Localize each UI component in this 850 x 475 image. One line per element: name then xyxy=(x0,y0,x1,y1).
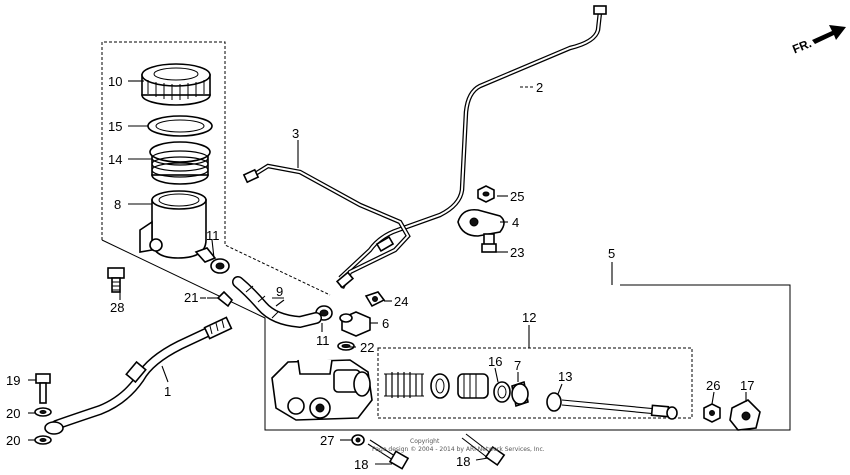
piston-primary-cup xyxy=(430,373,450,399)
callout-14: 14 xyxy=(108,152,122,167)
washer-27 xyxy=(351,434,365,446)
washer-20-lower xyxy=(34,435,52,445)
callout-6: 6 xyxy=(382,316,389,331)
push-rod-13 xyxy=(546,392,678,420)
callout-22: 22 xyxy=(360,340,374,355)
master-cylinder-body xyxy=(271,359,373,421)
callout-10: 10 xyxy=(108,74,122,89)
callout-12: 12 xyxy=(522,310,536,325)
reservoir-cap xyxy=(141,63,211,106)
piston-secondary-cup-16 xyxy=(493,381,511,403)
copyright-line-2: Page design © 2004 - 2014 by ARI Network… xyxy=(372,446,545,453)
mounting-bolt-18-right xyxy=(461,433,506,467)
hose-clamp-upper xyxy=(210,258,230,274)
mounting-bolt-28 xyxy=(107,267,125,293)
callout-24: 24 xyxy=(394,294,408,309)
front-direction-indicator: FR. xyxy=(790,25,846,56)
pipe-clamp-4 xyxy=(457,208,505,237)
callout-21: 21 xyxy=(184,290,198,305)
callout-26: 26 xyxy=(706,378,720,393)
washer-20-upper xyxy=(34,407,52,417)
callout-11-lower: 11 xyxy=(316,333,330,348)
leader-lines xyxy=(28,80,747,465)
callout-8: 8 xyxy=(114,197,121,212)
callout-23: 23 xyxy=(510,245,524,260)
nut-26 xyxy=(703,403,721,423)
reservoir-hose xyxy=(232,276,322,329)
direction-label: FR. xyxy=(790,36,813,56)
callout-9: 9 xyxy=(276,284,283,299)
callout-1: 1 xyxy=(164,384,171,399)
callout-13: 13 xyxy=(558,369,572,384)
master-cylinder-assembly-outline xyxy=(101,239,791,431)
clutch-pipe-2 xyxy=(338,5,607,280)
hose-bracket xyxy=(207,290,234,308)
callout-7: 7 xyxy=(514,358,521,373)
callout-4: 4 xyxy=(512,215,519,230)
copyright-line-1: Copyright xyxy=(410,438,440,445)
callout-28: 28 xyxy=(110,300,124,315)
clevis-17 xyxy=(729,399,761,431)
callout-27: 27 xyxy=(320,433,334,448)
callout-20-upper: 20 xyxy=(6,406,20,421)
clutch-pipe-3 xyxy=(242,163,411,290)
callout-numbers: 10 15 14 8 11 2 3 25 4 23 5 24 6 22 11 9… xyxy=(6,74,754,472)
callout-25: 25 xyxy=(510,189,524,204)
pipe-joint-24 xyxy=(364,291,386,308)
reservoir-body xyxy=(139,190,217,263)
callout-15: 15 xyxy=(108,119,122,134)
reservoir-assembly-outline xyxy=(101,41,331,296)
piston-spring xyxy=(384,372,424,398)
reservoir-strainer xyxy=(149,141,211,185)
bolt-23 xyxy=(481,233,497,253)
front-arrow-icon xyxy=(812,25,846,44)
callout-11-upper: 11 xyxy=(206,228,220,243)
reservoir-seal xyxy=(147,115,213,137)
inlet-joint-6 xyxy=(339,311,371,337)
callout-16: 16 xyxy=(488,354,502,369)
copyright-notice: Copyright Page design © 2004 - 2014 by A… xyxy=(372,438,545,453)
o-ring-22 xyxy=(337,341,355,351)
callout-17: 17 xyxy=(740,378,754,393)
callout-18-right: 18 xyxy=(456,454,470,469)
piston xyxy=(457,373,489,399)
callout-20-lower: 20 xyxy=(6,433,20,448)
piston-stop-7 xyxy=(511,380,529,408)
clutch-hose xyxy=(44,316,233,435)
callout-19: 19 xyxy=(6,373,20,388)
callout-5: 5 xyxy=(608,246,615,261)
callout-18-left: 18 xyxy=(354,457,368,472)
piston-kit-outline xyxy=(377,347,693,419)
callout-3: 3 xyxy=(292,126,299,141)
callout-2: 2 xyxy=(536,80,543,95)
bolt-19 xyxy=(35,373,51,404)
mounting-bolt-18-left xyxy=(367,439,410,470)
nut-25 xyxy=(477,185,495,203)
